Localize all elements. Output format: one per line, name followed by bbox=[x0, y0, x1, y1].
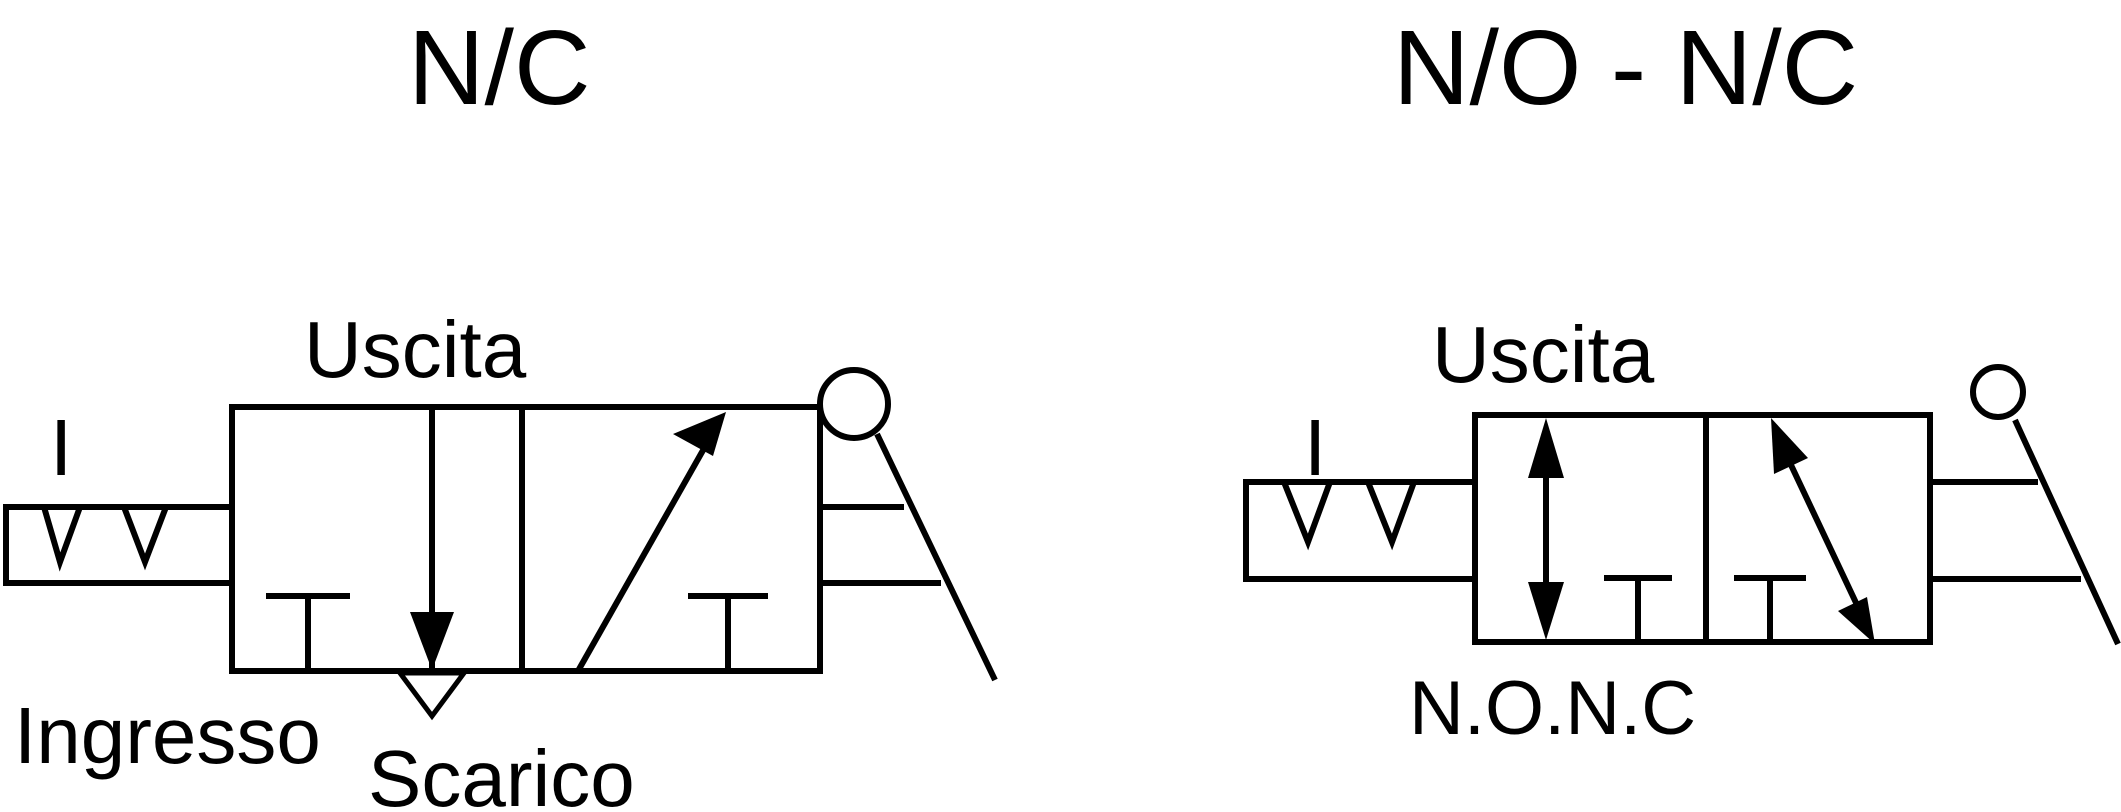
nc-solenoid-actuator bbox=[3, 504, 232, 586]
nonc-double-arrow-head-up bbox=[1528, 418, 1564, 478]
nc-valve-diagram: N/C I Uscita Ingresso Scarico bbox=[3, 9, 998, 812]
nc-flow-arrow-diagonal-line bbox=[575, 443, 709, 673]
nc-lever-actuator bbox=[820, 432, 998, 682]
nonc-double-arrow-head-down bbox=[1528, 582, 1564, 640]
nonc-output-label: Uscita bbox=[1432, 310, 1655, 399]
nc-blocked-port-left bbox=[266, 593, 350, 671]
nonc-bottom-label: N.O.N.C bbox=[1409, 666, 1696, 751]
nonc-pilot-label: I bbox=[1304, 403, 1326, 492]
nc-flow-arrow-down-head bbox=[410, 612, 454, 670]
nc-exhaust-label: Scarico bbox=[368, 734, 635, 812]
nc-valve-body bbox=[229, 404, 823, 674]
nonc-blocked-port-left bbox=[1604, 575, 1672, 642]
nonc-diagonal-arrow-head-up bbox=[1771, 418, 1808, 474]
nonc-roller-icon bbox=[1970, 364, 2026, 420]
nonc-title: N/O - N/C bbox=[1393, 9, 1858, 127]
nc-blocked-port-right bbox=[688, 593, 768, 671]
nc-exhaust-triangle bbox=[395, 670, 469, 721]
nc-output-label: Uscita bbox=[304, 305, 527, 394]
nc-pilot-label: I bbox=[50, 403, 72, 492]
nc-title: N/C bbox=[408, 9, 591, 127]
nonc-valve-diagram: N/O - N/C I Uscita N.O.N.C bbox=[1243, 9, 2121, 751]
nc-roller-icon bbox=[817, 367, 891, 441]
nonc-valve-body bbox=[1472, 412, 1933, 645]
nonc-diagonal-arrow-head-down bbox=[1838, 597, 1875, 644]
nc-input-label: Ingresso bbox=[14, 691, 321, 780]
nc-flow-arrow-diagonal-head bbox=[673, 412, 726, 456]
nonc-diagonal-double-arrow-line bbox=[1780, 446, 1861, 609]
nonc-solenoid-actuator bbox=[1243, 479, 1475, 582]
nonc-blocked-port-right bbox=[1734, 575, 1806, 642]
nonc-lever-actuator bbox=[1930, 418, 2121, 646]
